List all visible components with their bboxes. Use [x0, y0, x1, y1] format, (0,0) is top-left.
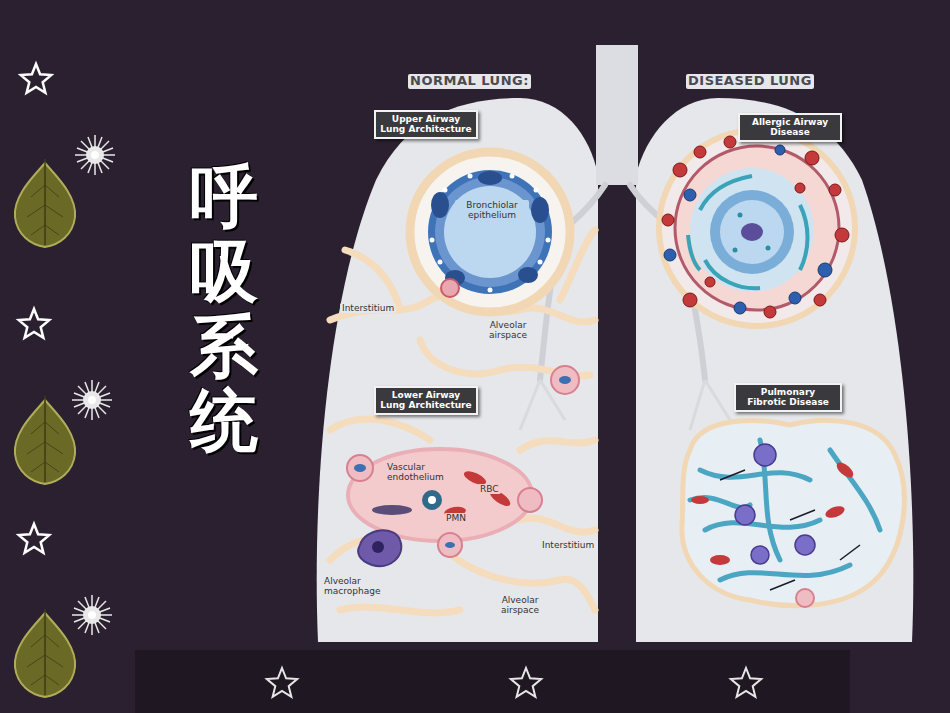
- panel-heading: DISEASED LUNG: [686, 74, 814, 89]
- structure-label: Interstitium: [340, 303, 396, 313]
- panel-heading: NORMAL LUNG:: [408, 74, 531, 89]
- structure-label: Alveolar airspace: [490, 595, 550, 616]
- structure-label: Alveolar macrophage: [322, 576, 388, 597]
- structure-label: Bronchiolar epithelium: [455, 200, 529, 221]
- vertical-title: 呼吸系统: [190, 160, 258, 459]
- structure-label: Interstitium: [540, 540, 596, 550]
- caption-box: Pulmonary Fibrotic Disease: [734, 383, 842, 412]
- caption-text: Allergic Airway Disease: [744, 117, 836, 138]
- caption-text: Pulmonary Fibrotic Disease: [740, 387, 836, 408]
- structure-label: PMN: [444, 513, 468, 523]
- caption-text: Upper Airway Lung Architecture: [380, 114, 472, 135]
- caption-box: Upper Airway Lung Architecture: [374, 110, 478, 139]
- structure-label: Alveolar airspace: [478, 320, 538, 341]
- structure-label: Vascular endothelium: [385, 462, 453, 483]
- caption-box: Allergic Airway Disease: [738, 113, 842, 142]
- structure-label: RBC: [478, 484, 501, 494]
- caption-box: Lower Airway Lung Architecture: [374, 386, 478, 415]
- caption-text: Lower Airway Lung Architecture: [380, 390, 472, 411]
